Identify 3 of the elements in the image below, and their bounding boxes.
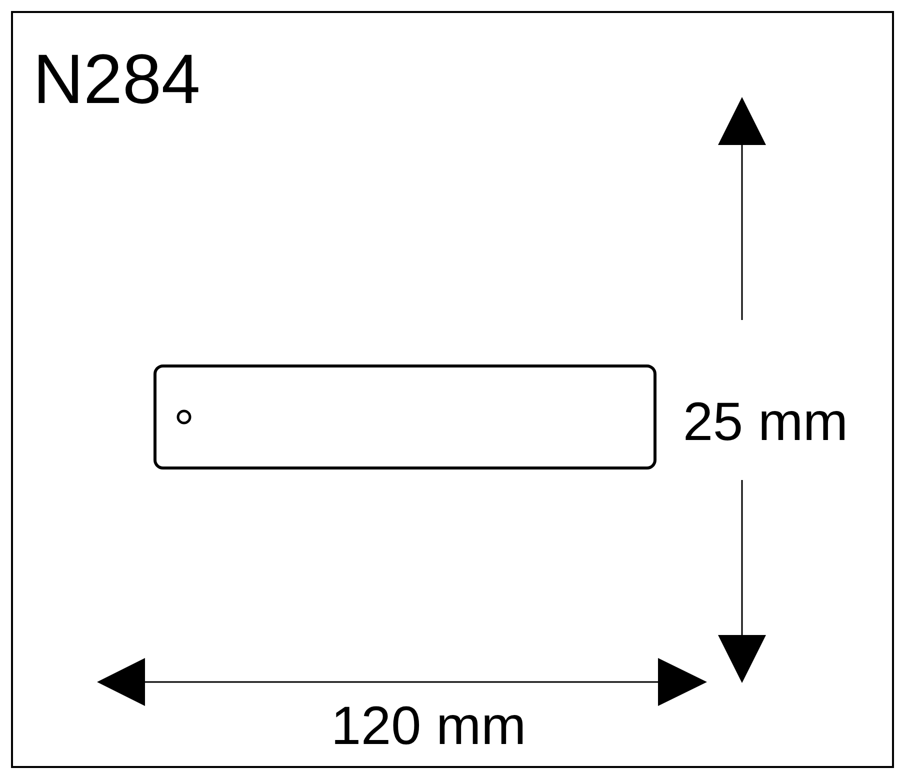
dimension-label: 120 mm [331,699,526,753]
dimension-label: 25 mm [683,395,848,449]
diagram-title: N284 [33,44,200,114]
